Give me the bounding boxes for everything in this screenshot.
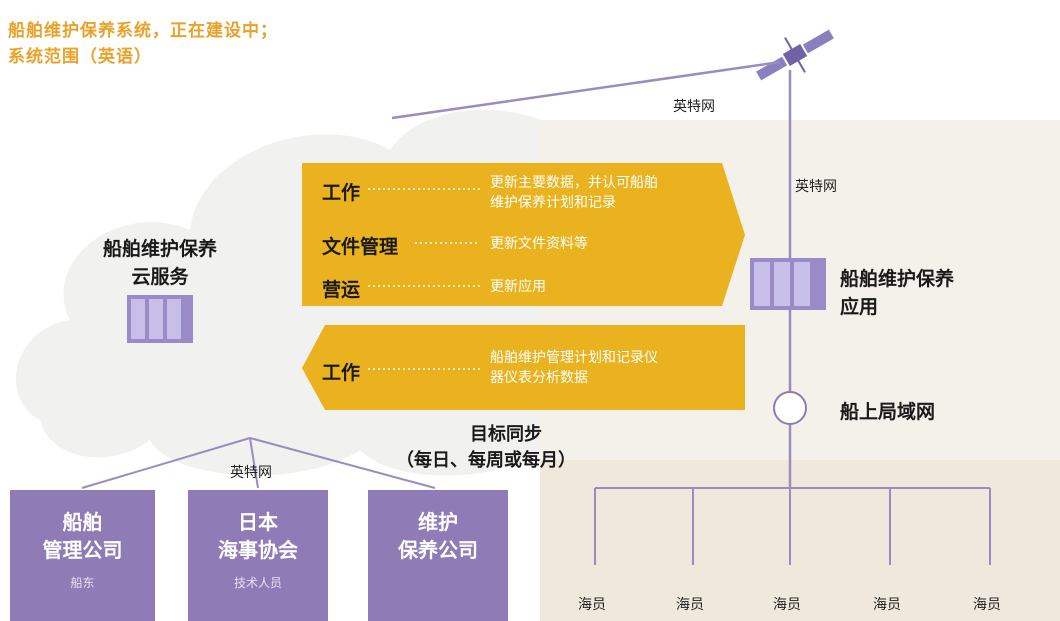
company-title: 维护 保养公司	[398, 510, 478, 562]
cloud-title: 船舶维护保养 云服务	[102, 238, 217, 288]
lan-label: 船上局域网	[840, 401, 936, 423]
download-row-work-right: 船舶维护管理计划和记录仪 器仪表分析数据	[490, 350, 658, 386]
download-arrow-shape	[302, 325, 745, 410]
company-sub: 船东	[70, 576, 95, 590]
bottom-link-label: 英特网	[230, 465, 272, 481]
upload-row-ops-left: 营运	[322, 279, 361, 301]
download-row-work-left: 工作	[322, 362, 361, 384]
crew-label: 海员	[676, 597, 704, 613]
sync-frequency: （每日、每周或每月）	[396, 450, 576, 471]
ship-link-label: 英特网	[795, 179, 837, 195]
crew-label: 海员	[773, 597, 801, 613]
ship-server-icon	[750, 258, 826, 310]
network-node-icon	[773, 391, 807, 425]
crew-label: 海员	[578, 597, 606, 613]
header-line2: 系统范围（英语）	[8, 47, 152, 67]
upload-row-work-left: 工作	[322, 182, 361, 204]
ship-app-title: 船舶维护保养 应用	[840, 268, 955, 318]
upload-row-doc-right: 更新文件资料等	[490, 236, 588, 252]
header-line1: 船舶维护保养系统，正在建设中；	[8, 21, 278, 41]
upload-row-doc-left: 文件管理	[322, 236, 399, 258]
upload-arrow-shape	[302, 163, 745, 306]
company-maintenance: 维护 保养公司	[368, 490, 508, 621]
upload-row-work-right: 更新主要数据，并认可船舶 维护保养计划和记录	[490, 175, 658, 211]
upload-row-ops-right: 更新应用	[490, 279, 546, 295]
company-title: 船舶 管理公司	[42, 510, 123, 562]
company-classnk: 日本 海事协会 技术人员	[188, 490, 328, 621]
satellite-icon	[756, 29, 834, 81]
company-sub: 技术人员	[233, 576, 282, 590]
crew-label: 海员	[973, 597, 1001, 613]
company-title: 日本 海事协会	[218, 510, 298, 562]
company-ship-management: 船舶 管理公司 船东	[10, 490, 155, 621]
sync-title: 目标同步	[470, 424, 542, 445]
crew-label: 海员	[873, 597, 901, 613]
cloud-server-icon	[127, 295, 193, 343]
satellite-label: 英特网	[673, 99, 715, 115]
